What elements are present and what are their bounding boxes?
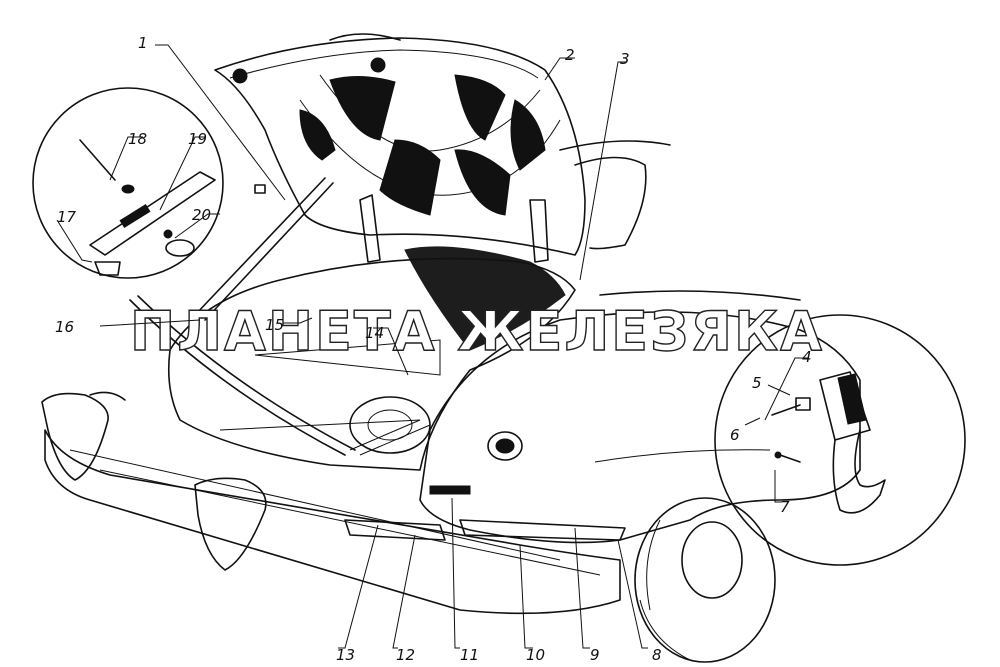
- leader-lines: [56, 44, 808, 649]
- callout-15: 15: [265, 316, 284, 334]
- callout-6: 6: [730, 426, 740, 444]
- callout-20: 20: [192, 206, 211, 224]
- callout-1: 1: [138, 34, 148, 52]
- callout-14: 14: [365, 324, 384, 342]
- car-body: [167, 140, 861, 663]
- callout-13: 13: [336, 646, 355, 664]
- callout-19: 19: [188, 130, 207, 148]
- callout-2: 2: [565, 46, 575, 64]
- trunk-lid: [214, 33, 586, 263]
- callout-18: 18: [128, 130, 147, 148]
- callout-5: 5: [752, 374, 762, 392]
- callout-12: 12: [396, 646, 415, 664]
- callout-4: 4: [802, 348, 812, 366]
- callout-7: 7: [780, 498, 790, 516]
- callout-17: 17: [57, 208, 77, 226]
- inset-circle-left: [32, 87, 224, 279]
- rear-bumper: [41, 391, 626, 615]
- callout-8: 8: [652, 646, 662, 664]
- callout-16: 16: [55, 318, 74, 336]
- callout-11: 11: [460, 646, 479, 664]
- watermark-text: ПЛАНЕТА ЖЕЛЕЗЯКА: [130, 300, 824, 363]
- callout-10: 10: [526, 646, 545, 664]
- callout-labels: 1 2 3 4 5 6 7 8 9 10 11 12 13 14 15 16 1…: [55, 34, 812, 664]
- inset-circle-right: [714, 314, 966, 566]
- callout-9: 9: [590, 646, 600, 664]
- callout-3: 3: [620, 50, 630, 68]
